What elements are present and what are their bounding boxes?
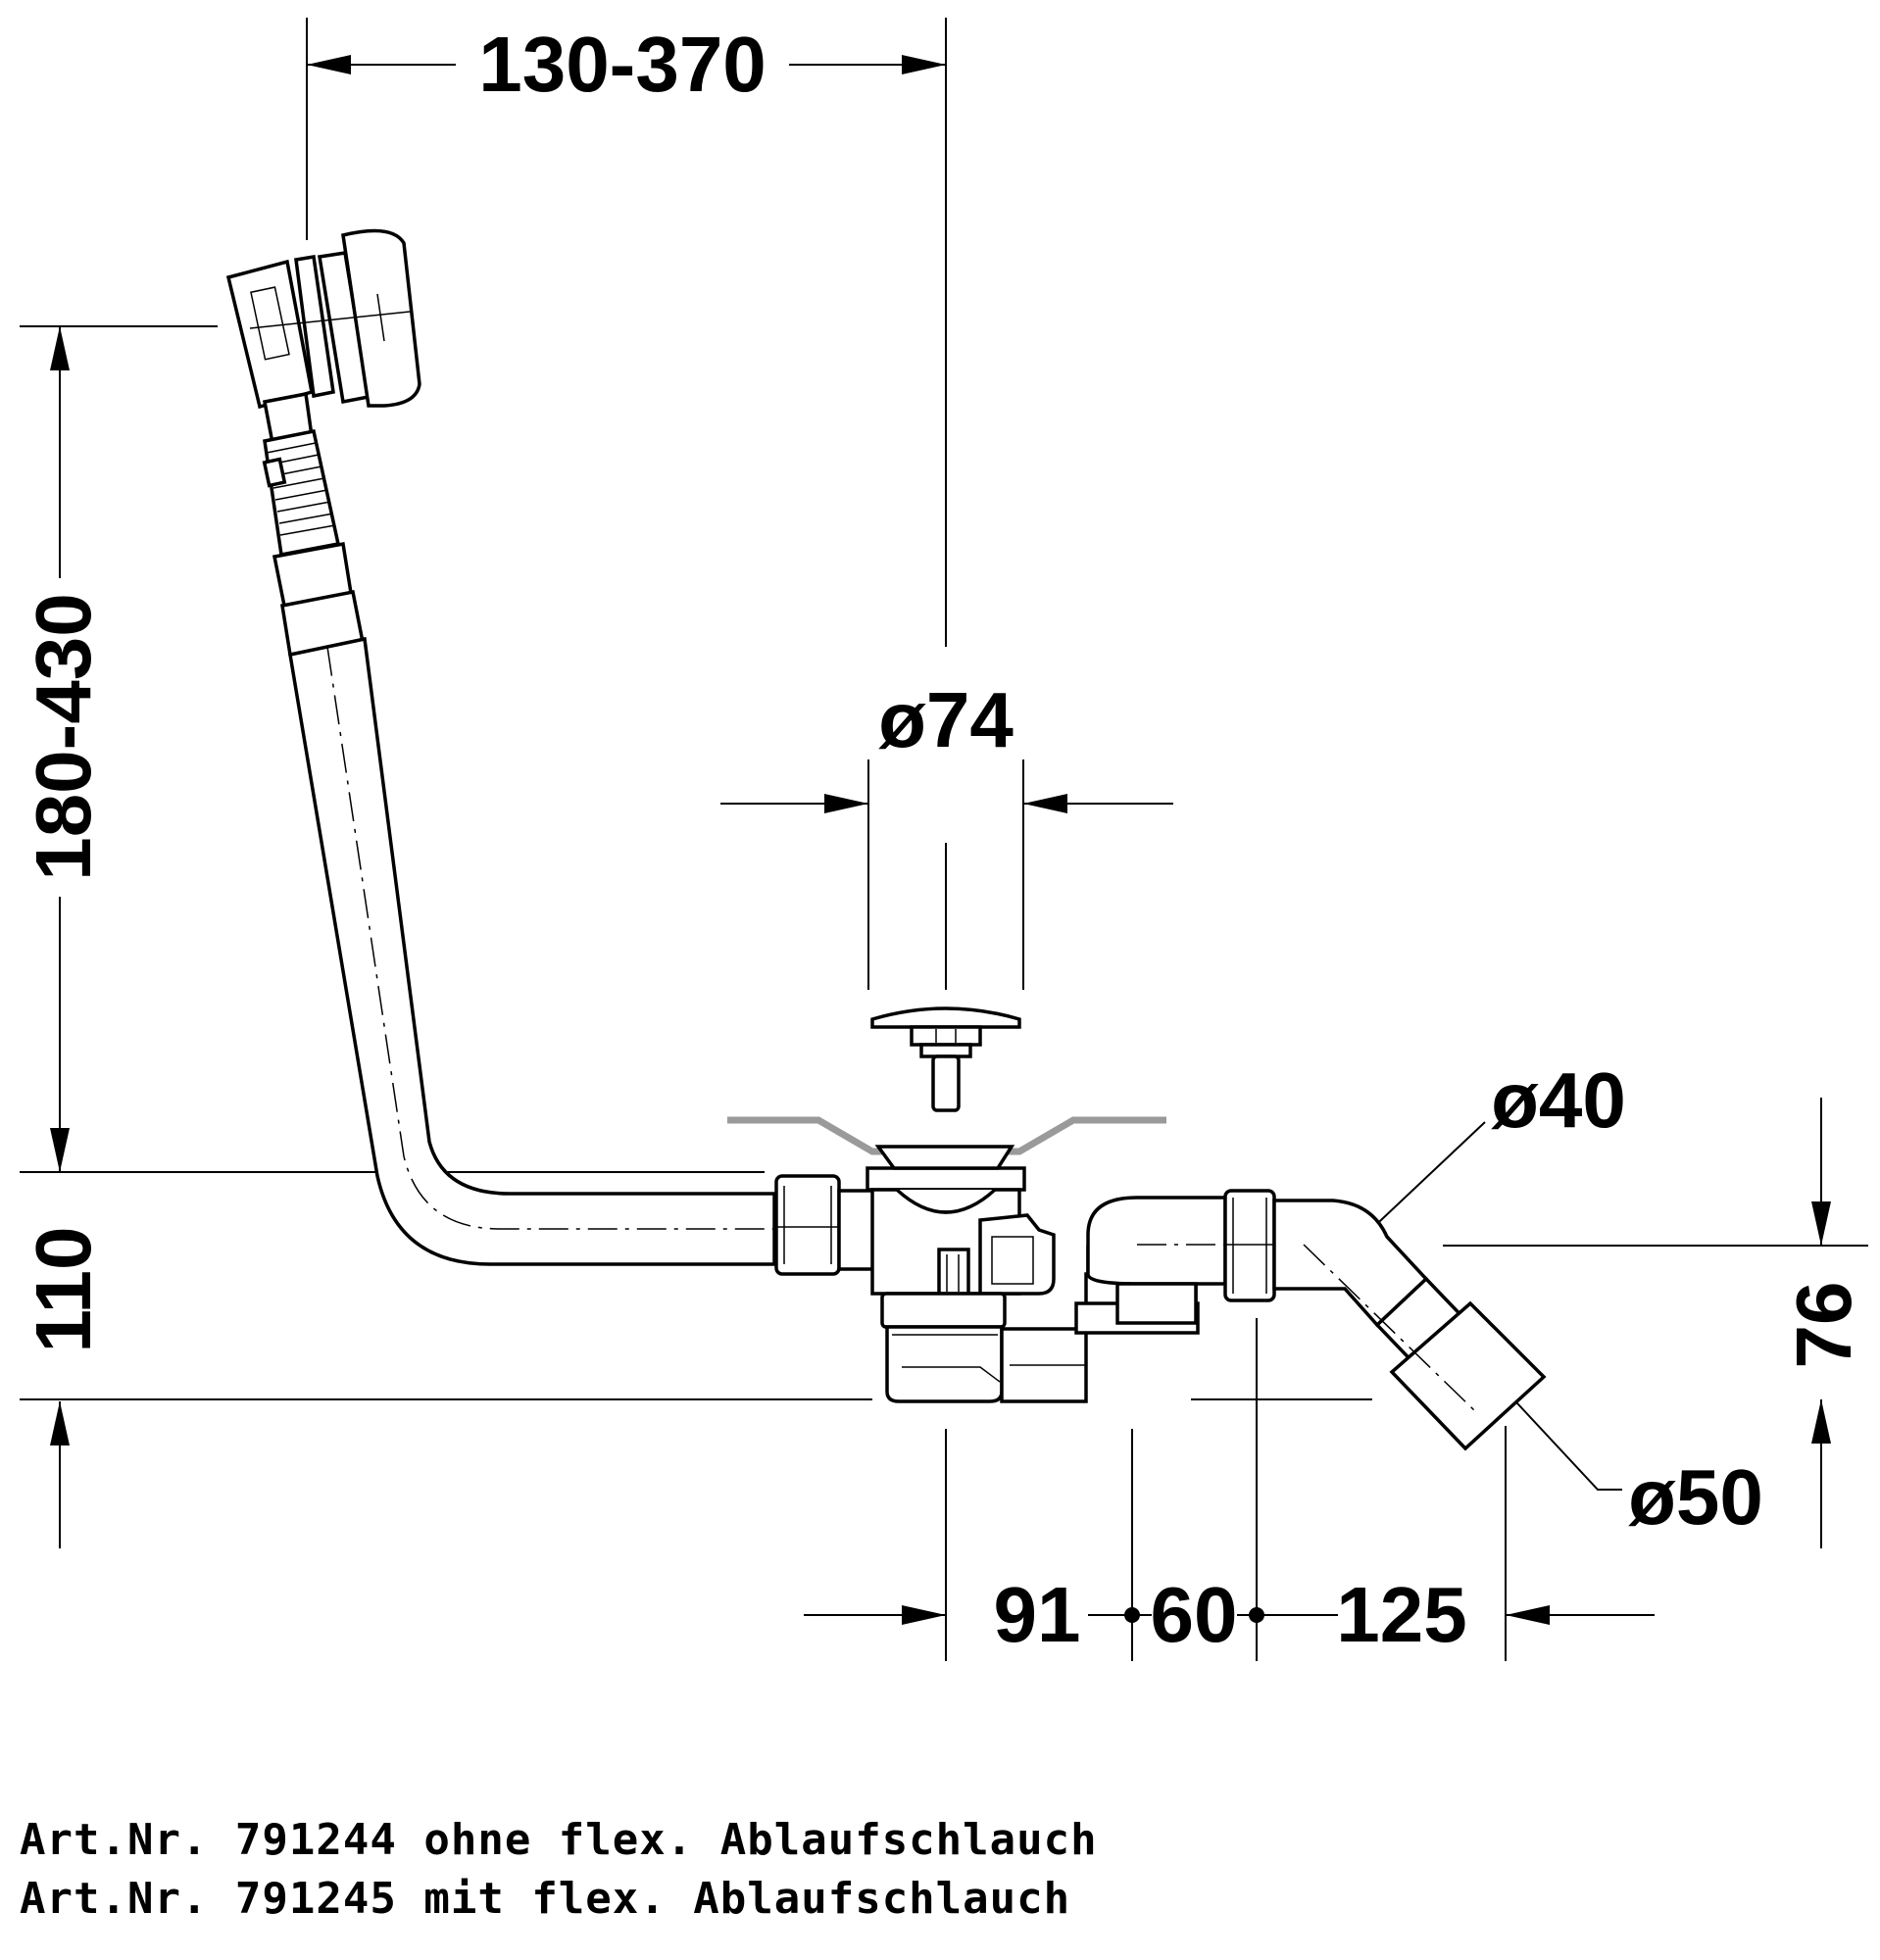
dimension-label-offset-125: 125 [1336, 1571, 1466, 1658]
dimension-label-spout-offset: 130-370 [478, 21, 767, 108]
dimension-spout-offset: 130-370 [306, 18, 947, 647]
dimension-bottom-offsets: 91 60 125 [804, 1318, 1655, 1661]
dimension-plug-diameter: ø74 [720, 676, 1173, 990]
dimension-label-offset-91: 91 [994, 1571, 1081, 1658]
drain-plug [870, 1006, 1021, 1112]
article-caption-791244: Art.Nr. 791244 ohne flex. Ablaufschlauch [20, 1815, 1098, 1865]
dimension-label-waste-height: 110 [20, 1226, 107, 1352]
waste-body [774, 1145, 1088, 1403]
dimension-spout-height: 180-430 [20, 325, 765, 1173]
dimension-label-spout-height: 180-430 [20, 593, 107, 881]
dimension-label-offset-60: 60 [1151, 1571, 1238, 1658]
article-caption-791245: Art.Nr. 791245 mit flex. Ablaufschlauch [20, 1874, 1071, 1924]
overflow-pipe [287, 636, 776, 1266]
dimension-outlet-height: 76 [1443, 1098, 1868, 1548]
dimension-outlet-diameter-50: ø50 [1504, 1389, 1763, 1541]
dimension-waste-height: 110 [20, 1226, 1372, 1548]
dimension-label-outlet-height: 76 [1780, 1282, 1867, 1369]
dimension-label-plug-diameter: ø74 [878, 676, 1014, 763]
dimension-outlet-diameter-40: ø40 [1312, 1056, 1626, 1285]
dimension-label-outlet-50: ø50 [1628, 1453, 1763, 1541]
spout-overflow-assembly [225, 228, 421, 446]
dimension-label-outlet-40: ø40 [1491, 1056, 1626, 1144]
trap-outlet [1074, 1189, 1547, 1451]
corrugated-hose [262, 428, 366, 658]
